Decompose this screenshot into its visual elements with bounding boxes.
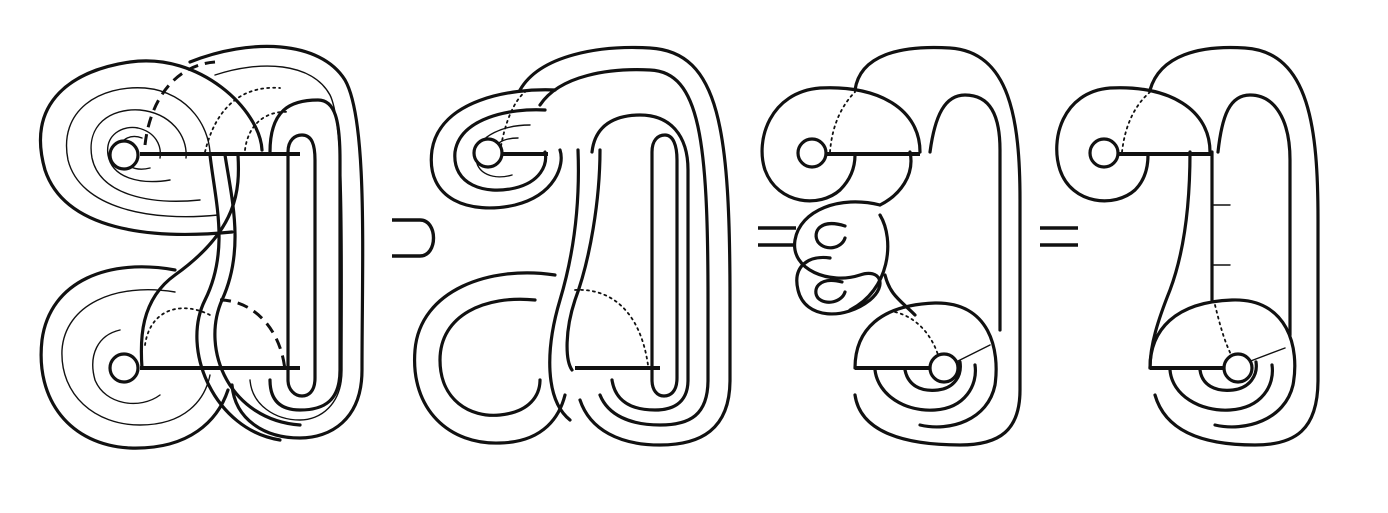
panel4-lower-lobe-outer (1148, 298, 1297, 429)
panel4-top-hole (1088, 137, 1120, 169)
panel-3 (760, 45, 1022, 447)
panel1-lower-lobe-ring-2 (92, 329, 161, 405)
panel1-lower-lobe-outer (39, 265, 230, 450)
panel3-knot-tail (848, 213, 890, 312)
panel2-dotted-lower (574, 289, 649, 366)
panel1-dotted-right (244, 111, 291, 151)
panel1-dashed-cap (143, 60, 216, 146)
panel1-right-loop-inner (286, 133, 317, 398)
panel2-cross-strand-a (548, 148, 581, 422)
panel-1 (38, 44, 365, 450)
panel1-cross-strand-a (195, 153, 282, 442)
panel4-big-loop-inner (1216, 93, 1292, 337)
operator-superset (392, 218, 436, 258)
panel1-dotted-lower (144, 307, 211, 346)
panel1-dotted-cap (204, 86, 281, 153)
panel3-lower-strand (883, 273, 917, 317)
panel3-knot-outer (793, 200, 882, 316)
panel3-knot-loop-a (814, 222, 847, 250)
operator-equals-2 (1040, 226, 1078, 247)
panel3-cross-strand (878, 150, 913, 207)
panel3-dotted-top (829, 91, 856, 153)
panel1-lower-lobe-ring-1 (61, 288, 211, 426)
panel2-right-loop-outer (590, 113, 690, 412)
panel4-lower-spiral-1 (1168, 363, 1275, 412)
panel2-right-loop-inner (650, 133, 679, 398)
operator-equals-1 (758, 226, 796, 247)
panel1-bottom-hole (108, 352, 140, 384)
panel1-cross-strand-c (139, 153, 241, 370)
panel1-spiral-ring-3 (107, 126, 171, 183)
panel-4 (1055, 45, 1320, 447)
panel2-upper-spiral-ring-1 (453, 108, 548, 192)
panel1-dashed-lower (219, 298, 287, 371)
panel3-upper-lobe (760, 86, 922, 203)
panel3-lower-lobe-outer (853, 301, 998, 429)
panel1-top-hole (108, 139, 140, 171)
panel1-spiral-ring-1 (65, 87, 219, 218)
panel-2 (413, 45, 732, 447)
panel4-upper-lobe (1055, 86, 1212, 203)
panel3-dotted-lower (894, 311, 941, 363)
panel3-lower-spiral-1 (873, 363, 978, 412)
panel2-upper-spiral-outer (429, 88, 563, 210)
panel4-dotted-top (1121, 91, 1151, 153)
panel1-top-arch (188, 44, 365, 440)
panel3-big-loop-outer (853, 45, 1022, 447)
panel4-bottom-hole (1222, 352, 1254, 384)
panel2-lower-lobe-inner (438, 297, 542, 417)
panel3-lower-spiral-2 (903, 360, 962, 392)
panel4-lower-spiral-2 (1198, 360, 1258, 392)
panel3-top-hole (796, 137, 828, 169)
panel1-top-arch-inner (214, 65, 343, 421)
panel2-cross-strand-b (565, 148, 602, 372)
panel2-lower-lobe-outer (413, 271, 567, 445)
panel2-dotted-top (499, 91, 526, 153)
panel3-bottom-hole (928, 352, 960, 384)
panel3-knot-loop-b (814, 279, 847, 304)
panel3-big-loop-inner (928, 93, 1002, 332)
panel4-dotted-lower (1214, 304, 1236, 363)
panel4-big-loop-outer (1148, 45, 1320, 447)
panel1-upper-lobe-outer (38, 59, 264, 236)
panel4-thin-spoke (1247, 347, 1286, 363)
panel2-top-arch-outer (518, 45, 732, 447)
panel2-top-arch-inner (538, 68, 710, 427)
panel2-top-hole (472, 137, 504, 169)
panel1-spiral-ring-2 (90, 109, 201, 202)
panel1-right-loop-outer (268, 98, 342, 412)
